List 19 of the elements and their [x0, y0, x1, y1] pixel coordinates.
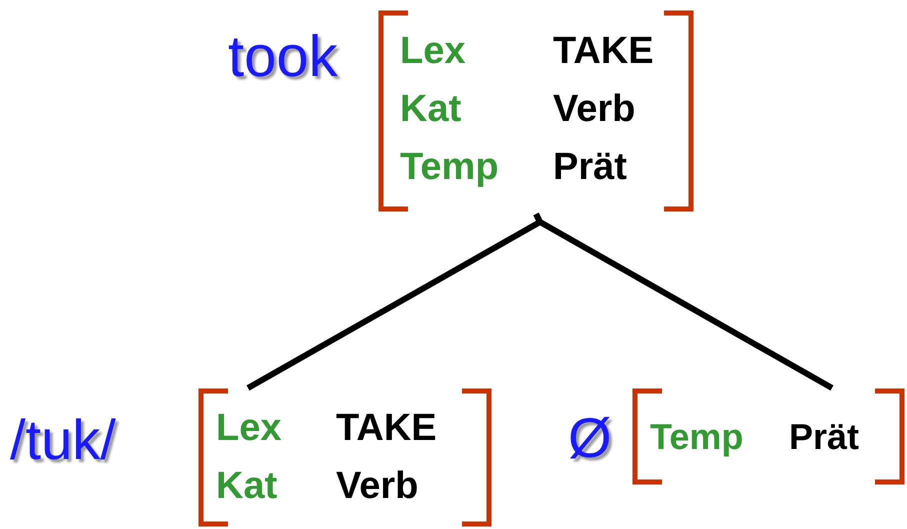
feature-matrix — [198, 388, 492, 527]
word-form-label: Ø — [568, 410, 612, 466]
feature-value: Prät — [553, 148, 627, 186]
feature-matrix — [632, 388, 905, 485]
word-form-label: took — [228, 28, 338, 86]
feature-value: Verb — [336, 467, 418, 505]
feature-name: Kat — [400, 90, 462, 128]
feature-value: Verb — [553, 90, 636, 128]
feature-value: TAKE — [553, 32, 654, 70]
word-form-label: /tuk/ — [10, 412, 116, 468]
feature-value: TAKE — [336, 409, 437, 447]
feature-name: Lex — [216, 409, 282, 447]
tree-branch-line — [533, 212, 834, 391]
feature-value: Prät — [789, 419, 860, 455]
feature-name: Kat — [216, 467, 278, 505]
feature-matrix — [378, 10, 694, 212]
feature-name: Lex — [400, 32, 466, 70]
feature-name: Temp — [650, 419, 744, 455]
feature-name: Temp — [400, 148, 499, 186]
